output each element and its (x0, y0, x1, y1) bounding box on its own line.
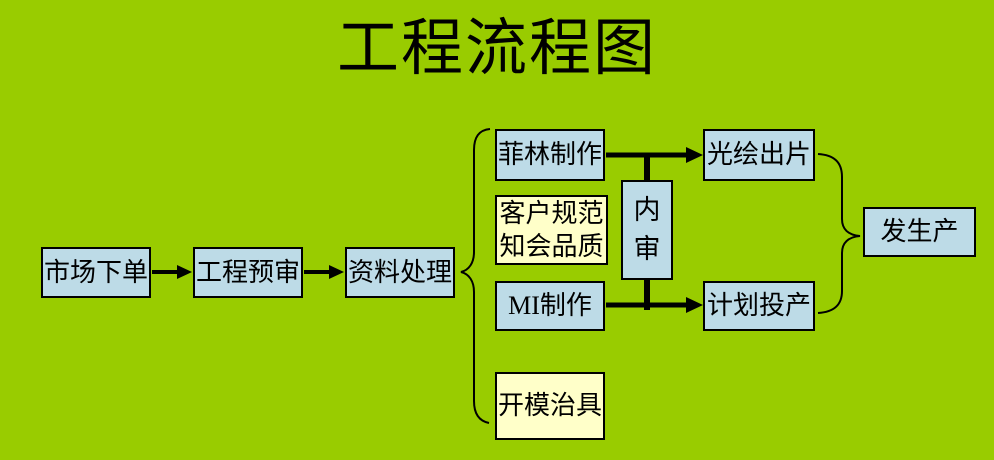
arrowhead-film-to-plot (686, 147, 703, 163)
node-label: 资料处理 (347, 257, 452, 287)
node-internal-audit: 内审 (621, 180, 673, 280)
arrowhead-mi-to-plan (686, 297, 703, 313)
node-label-line1: 客户规范 (499, 198, 604, 228)
node-label-line2: 知会品质 (499, 232, 604, 261)
node-market-order: 市场下单 (41, 247, 151, 298)
right-brace-connector (817, 153, 861, 314)
node-label: 光绘出片 (706, 140, 811, 170)
node-label: 市场下单 (43, 257, 148, 287)
node-dispatch-production: 发生产 (863, 207, 976, 257)
node-label: 开模治具 (497, 391, 602, 421)
node-mi-making: MI制作 (495, 281, 605, 331)
node-customer-spec: 客户规范 知会品质 (495, 195, 608, 265)
arrowhead-market-to-preview (177, 265, 192, 279)
node-label: MI制作 (508, 291, 592, 321)
node-production-plan: 计划投产 (703, 281, 815, 331)
left-brace-connector (460, 128, 491, 424)
node-mold-fixture: 开模治具 (495, 372, 605, 440)
node-label: 菲林制作 (497, 140, 602, 170)
node-film-making: 菲林制作 (495, 129, 605, 181)
node-engineering-preview: 工程预审 (193, 247, 303, 298)
node-label: 发生产 (880, 217, 959, 247)
node-label: 内审 (633, 194, 661, 264)
arrowhead-preview-to-data (329, 265, 344, 279)
page-title: 工程流程图 (336, 15, 657, 83)
node-label: 工程预审 (195, 257, 300, 287)
node-data-processing: 资料处理 (345, 247, 455, 298)
node-photo-plotting: 光绘出片 (703, 129, 815, 181)
node-label: 计划投产 (706, 291, 811, 321)
